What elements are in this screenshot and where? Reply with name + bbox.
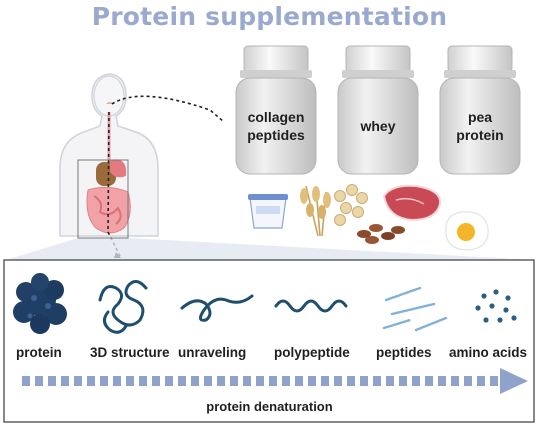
- zoom-box: [77, 159, 129, 239]
- stage-label-amino-acids: amino acids: [449, 345, 528, 360]
- beans-icon: [357, 224, 405, 244]
- collagen-peptides-bottle: [235, 45, 317, 175]
- human-body-illustration: [59, 73, 225, 258]
- process-label: protein denaturation: [206, 399, 333, 414]
- stage-label-peptides: peptides: [376, 345, 432, 360]
- pea-label-line1: pea: [467, 109, 493, 125]
- peptides-icon: [382, 286, 448, 332]
- stage-label-polypeptide: polypeptide: [274, 345, 350, 360]
- collagen-peptides-label: collagen peptides: [236, 108, 316, 144]
- stomach-organ: [110, 159, 127, 178]
- amino-acids-icon: [475, 289, 517, 323]
- whey-label-line1: whey: [360, 118, 396, 134]
- zoom-wedge: [6, 238, 536, 260]
- pea-protein-bottle: [439, 45, 521, 175]
- collagen-label-line1: collagen: [247, 109, 305, 125]
- denaturation-arrow: [22, 368, 528, 394]
- chickpeas-icon: [334, 184, 368, 226]
- denaturation-panel: [3, 259, 535, 423]
- 3d-structure-icon: [98, 280, 148, 334]
- fried-egg-icon: [445, 211, 489, 251]
- yogurt-cup-icon: [248, 194, 288, 229]
- whey-label: whey: [338, 117, 418, 135]
- folded-protein-icon: [13, 273, 67, 334]
- whey-bottle: [337, 45, 419, 175]
- collagen-label-line2: peptides: [247, 127, 305, 143]
- stage-label-protein: protein: [16, 345, 62, 360]
- ingestion-path-line: [111, 95, 225, 123]
- stage-label-unraveling: unraveling: [178, 345, 247, 360]
- polypeptide-icon: [274, 299, 348, 313]
- figure-title: Protein supplementation: [91, 2, 448, 31]
- wheat-icon: [300, 185, 331, 237]
- stage-label-3d-structure: 3D structure: [90, 345, 170, 360]
- pea-label-line2: protein: [456, 127, 504, 143]
- unraveling-icon: [180, 294, 254, 322]
- steak-icon: [382, 184, 442, 222]
- digestion-path-line: [107, 111, 121, 257]
- pea-protein-label: pea protein: [440, 108, 520, 144]
